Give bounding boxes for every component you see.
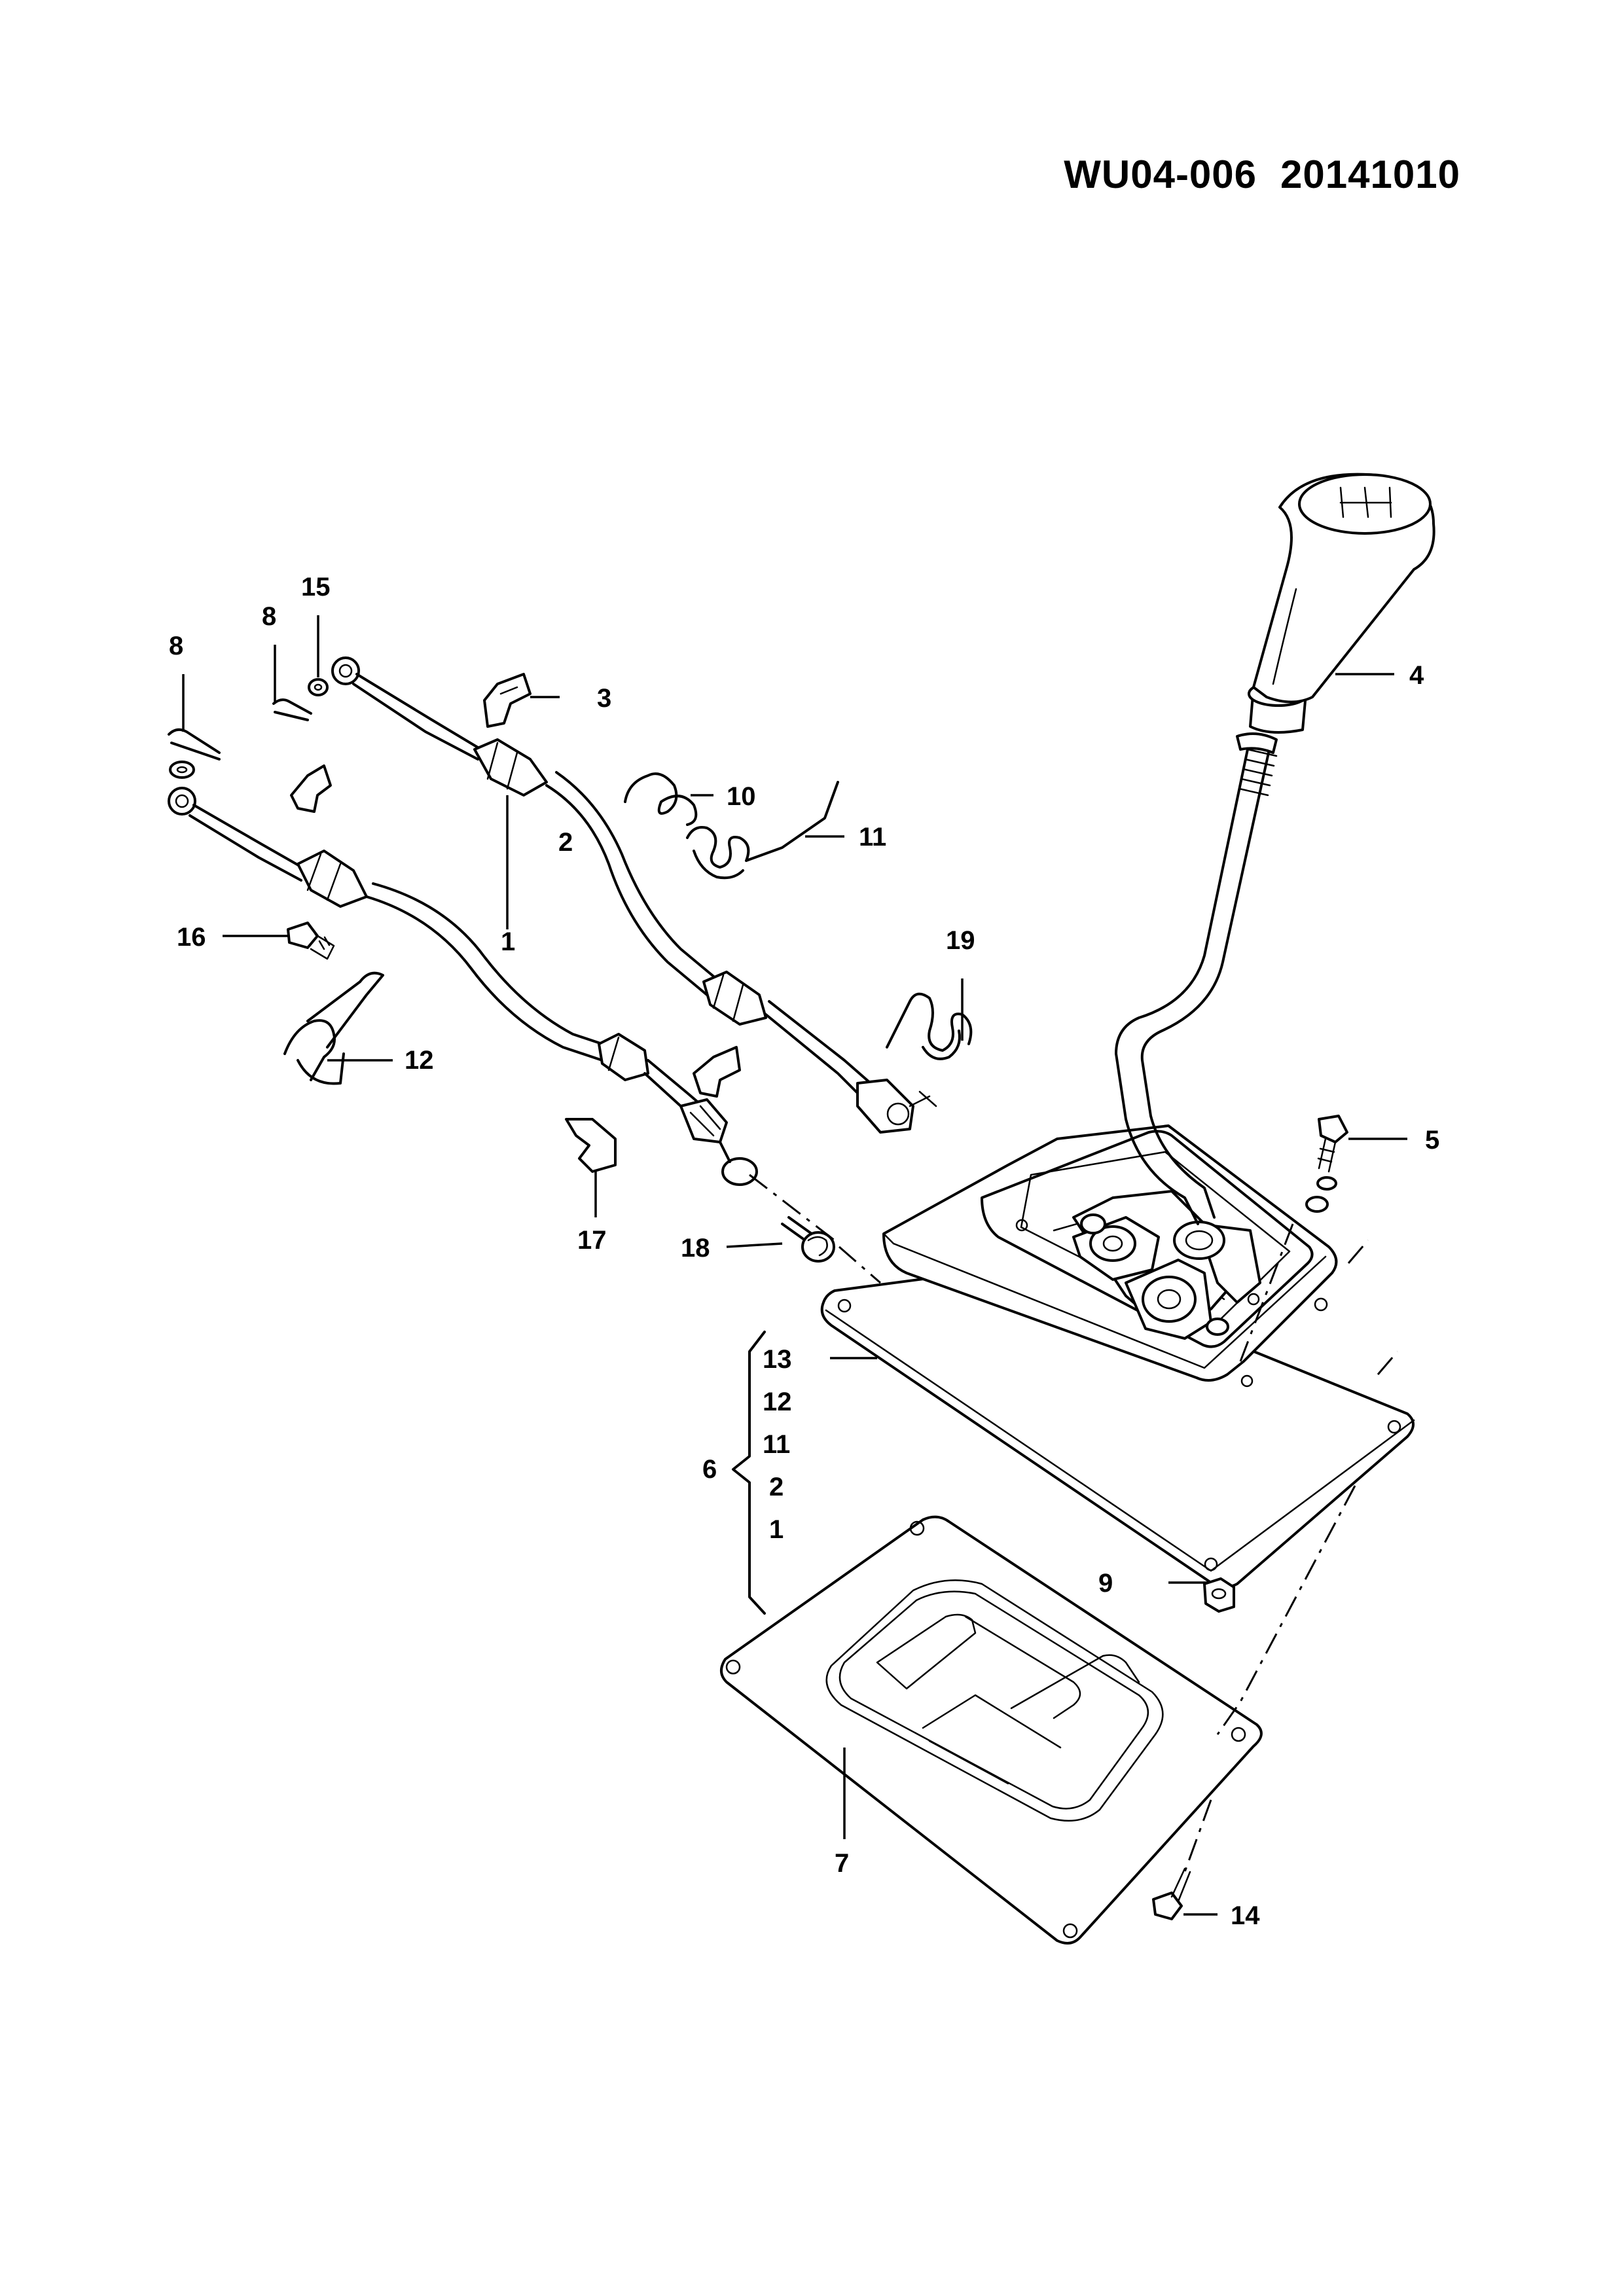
- axis-line-cable-2: [839, 1246, 881, 1284]
- callout-10: 10: [727, 782, 756, 811]
- spring-part-18: [781, 1216, 835, 1263]
- shift-lever-part: [1115, 732, 1278, 1225]
- callout-19: 19: [946, 926, 975, 955]
- assembly-6-item: 2: [769, 1473, 784, 1501]
- callout-labels: 1 2 3 4 5 6 7 8 8 9 10 11 12 14 15 16 17…: [169, 573, 1439, 1930]
- bolt-part-5: [1305, 1115, 1348, 1213]
- axis-ticks: [1347, 1240, 1399, 1375]
- axis-line-bolt-5: [1239, 1223, 1294, 1362]
- callout-8-left: 8: [169, 632, 183, 660]
- shift-mechanism: [1072, 1190, 1261, 1340]
- washer-part-left: [169, 761, 195, 779]
- date-code: 20141010: [1280, 152, 1460, 196]
- callout-17: 17: [577, 1226, 607, 1255]
- callout-2: 2: [558, 828, 573, 857]
- base-plate-part: [720, 1515, 1263, 1945]
- callout-8-upper: 8: [262, 602, 276, 631]
- spring-part-11: [686, 781, 839, 880]
- clip-part-3: [483, 673, 532, 728]
- drawing-header: WU04-006 20141010: [1064, 152, 1460, 197]
- callout-1: 1: [501, 927, 515, 956]
- assembly-6-item: 1: [769, 1515, 784, 1544]
- bolt-part-16: [287, 922, 335, 960]
- callout-6: 6: [702, 1455, 717, 1484]
- callout-18: 18: [681, 1234, 710, 1263]
- callout-4: 4: [1409, 661, 1424, 690]
- drawing-code: WU04-006: [1064, 152, 1257, 196]
- callout-5: 5: [1425, 1126, 1439, 1155]
- callout-15: 15: [301, 573, 331, 601]
- assembly-6-item: 13: [763, 1345, 792, 1374]
- nut-part-9: [1203, 1577, 1235, 1613]
- assembly-bracket: [732, 1331, 766, 1615]
- washer-part-15: [308, 678, 329, 696]
- axis-line-cable: [749, 1174, 835, 1242]
- leader-lines: [182, 615, 1407, 1916]
- shift-cable-part: [168, 787, 758, 1186]
- shifter-housing-part: [820, 1124, 1415, 1588]
- callout-3: 3: [597, 684, 611, 713]
- selector-cable-part: [331, 656, 937, 1134]
- clip-part-middle: [693, 1046, 741, 1098]
- shift-knob-part: [1248, 473, 1435, 734]
- spring-clip-part-12: [283, 971, 384, 1085]
- assembly-6-item: 12: [763, 1388, 792, 1416]
- callout-12: 12: [405, 1046, 434, 1075]
- axis-line-bolt-14: [1183, 1799, 1212, 1873]
- callout-14: 14: [1231, 1901, 1260, 1930]
- spring-clip-part-10: [624, 772, 698, 826]
- callout-7: 7: [835, 1849, 849, 1878]
- axis-line-flange: [1216, 1485, 1356, 1735]
- bolt-part-14: [1152, 1867, 1191, 1920]
- cotter-pin-part-8-left: [168, 728, 221, 761]
- clip-part-17: [565, 1118, 617, 1173]
- clip-part-upper-left: [290, 764, 332, 813]
- callout-16: 16: [177, 923, 206, 952]
- cotter-pin-part-8-upper: [272, 698, 312, 721]
- spring-part-19: [886, 992, 973, 1060]
- assembly-6-item: 11: [763, 1430, 790, 1459]
- callout-9: 9: [1098, 1569, 1113, 1598]
- callout-11: 11: [859, 823, 886, 852]
